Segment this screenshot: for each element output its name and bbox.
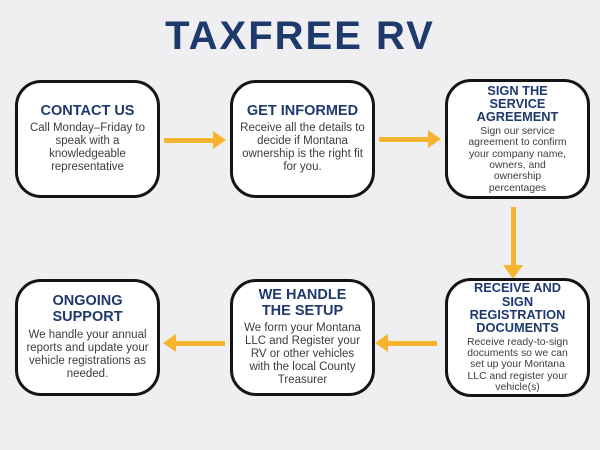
step-body: Receive ready-to-sign documents so we ca…	[466, 336, 569, 394]
step-contact-us: CONTACT US Call Monday–Friday to speak w…	[15, 80, 160, 198]
step-heading: CONTACT US	[40, 102, 135, 119]
arrow-contact-to-get-informed	[164, 131, 226, 149]
arrow-head-icon	[213, 131, 226, 149]
step-body: We handle your annual reports and update…	[26, 328, 149, 380]
step-receive-sign-registration-documents: RECEIVE AND SIGN REGISTRATION DOCUMENTS …	[445, 278, 590, 397]
step-heading: SIGN THE SERVICE AGREEMENT	[476, 82, 559, 125]
arrow-stem	[510, 207, 516, 267]
step-get-informed: GET INFORMED Receive all the details to …	[230, 80, 375, 198]
step-heading: WE HANDLE THE SETUP	[258, 286, 347, 319]
arrow-sign-agreement-to-receive-documents	[503, 207, 523, 279]
step-body: Sign our service agreement to confirm yo…	[468, 125, 567, 194]
arrow-handle-setup-to-ongoing-support	[163, 334, 225, 352]
step-body: Receive all the details to decide if Mon…	[240, 122, 365, 174]
arrow-head-icon	[163, 334, 176, 352]
step-ongoing-support: ONGOING SUPPORT We handle your annual re…	[15, 279, 160, 396]
arrow-stem	[379, 136, 430, 142]
arrow-stem	[174, 340, 225, 346]
arrow-stem	[386, 340, 437, 346]
page-title: TAXFREE RV	[165, 14, 435, 58]
step-sign-service-agreement: SIGN THE SERVICE AGREEMENT Sign our serv…	[445, 79, 590, 199]
arrow-stem	[164, 137, 215, 143]
step-body: Call Monday–Friday to speak with a knowl…	[29, 122, 146, 174]
arrow-get-informed-to-sign-agreement	[379, 130, 441, 148]
arrow-head-icon	[375, 334, 388, 352]
step-we-handle-setup: WE HANDLE THE SETUP We form your Montana…	[230, 279, 375, 396]
step-heading: ONGOING SUPPORT	[52, 293, 123, 326]
arrow-head-icon	[428, 130, 441, 148]
step-body: We form your Montana LLC and Register yo…	[244, 322, 361, 387]
step-heading: RECEIVE AND SIGN REGISTRATION DOCUMENTS	[469, 280, 566, 336]
arrow-head-icon	[503, 265, 523, 279]
arrow-receive-documents-to-handle-setup	[375, 334, 437, 352]
step-heading: GET INFORMED	[246, 102, 359, 119]
